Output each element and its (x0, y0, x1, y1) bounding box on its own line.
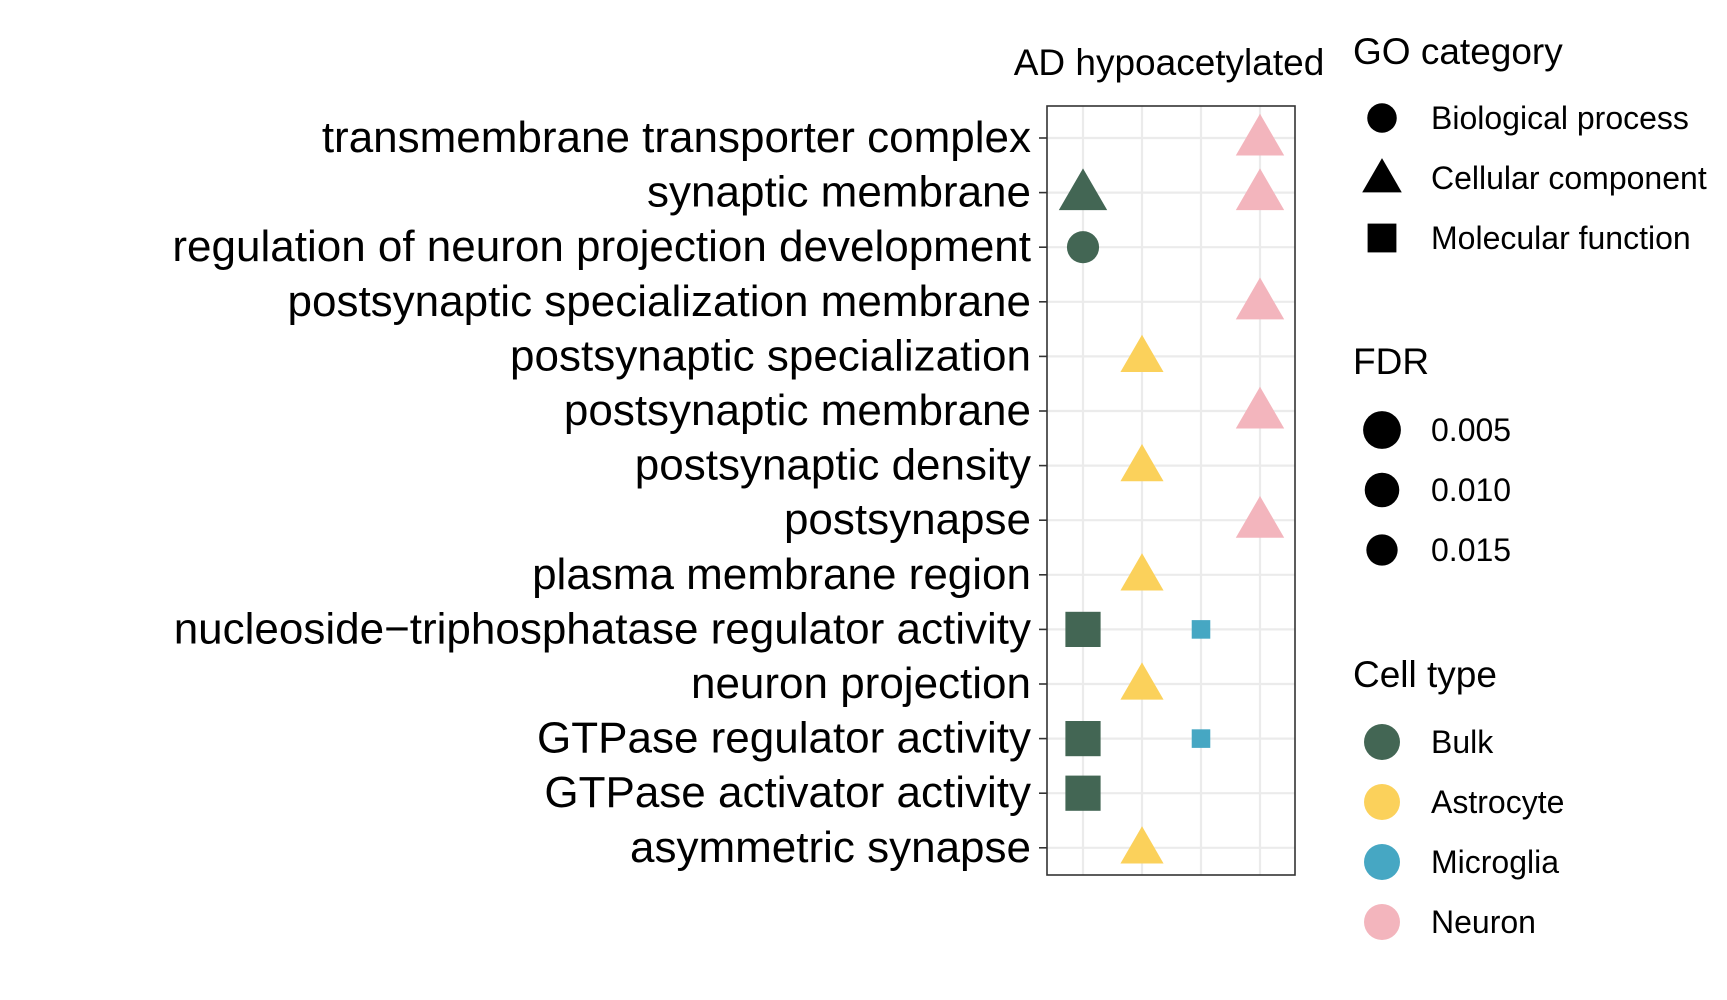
legend-label-cellular-component: Cellular component (1431, 160, 1707, 196)
legend-key-molecular-function (1367, 223, 1397, 253)
legend-key-fdr (1363, 411, 1401, 449)
point-neuron-triangle (1235, 277, 1285, 320)
legend-label-fdr: 0.005 (1431, 412, 1511, 448)
legend-label-fdr: 0.010 (1431, 472, 1511, 508)
point-bulk-square (1065, 611, 1101, 647)
y-tick-label: postsynaptic specialization (510, 331, 1031, 380)
legend-key-cellular-component (1362, 158, 1402, 193)
point-bulk-square (1065, 721, 1101, 757)
y-tick-label: GTPase regulator activity (537, 714, 1031, 763)
legend-key-fdr (1364, 472, 1400, 508)
legend-key-microglia (1364, 844, 1400, 880)
y-tick-label: postsynaptic density (635, 441, 1031, 490)
grid-layer (1047, 106, 1295, 875)
legend-key-bulk (1364, 724, 1400, 760)
point-astrocyte-triangle (1120, 826, 1164, 864)
y-tick-label: postsynaptic specialization membrane (288, 277, 1032, 326)
legend-label-neuron: Neuron (1431, 904, 1536, 940)
panel-border (1046, 105, 1296, 876)
point-astrocyte-triangle (1120, 444, 1164, 482)
point-astrocyte-triangle (1120, 662, 1164, 700)
legend-label-fdr: 0.015 (1431, 532, 1511, 568)
legend-title-go-category: GO category (1353, 31, 1563, 72)
y-tick-label: nucleoside−triphosphatase regulator acti… (174, 604, 1031, 653)
y-tick-label: GTPase activator activity (544, 768, 1031, 817)
y-tick-label: postsynapse (784, 495, 1031, 544)
y-tick-label: regulation of neuron projection developm… (172, 222, 1031, 271)
legend-label-bulk: Bulk (1431, 724, 1494, 760)
points-layer (1058, 113, 1285, 864)
point-microglia-square (1191, 729, 1211, 748)
legend-label-microglia: Microglia (1431, 844, 1559, 880)
y-tick-label: neuron projection (691, 659, 1031, 708)
chart-title: AD hypoacetylated (1014, 42, 1325, 83)
point-neuron-triangle (1235, 495, 1285, 538)
legend-label-biological-process: Biological process (1431, 100, 1689, 136)
y-tick-label: postsynaptic membrane (564, 386, 1031, 435)
point-astrocyte-triangle (1120, 334, 1164, 373)
y-tick-label: plasma membrane region (532, 550, 1031, 599)
point-bulk-circle (1066, 231, 1100, 264)
legend-label-astrocyte: Astrocyte (1431, 784, 1564, 820)
legend-key-astrocyte (1364, 784, 1400, 820)
point-microglia-square (1191, 620, 1211, 639)
legend-key-neuron (1364, 904, 1400, 940)
point-neuron-triangle (1235, 386, 1285, 429)
y-tick-label: synaptic membrane (647, 168, 1031, 217)
y-tick-label: asymmetric synapse (630, 823, 1031, 872)
legend-label-molecular-function: Molecular function (1431, 220, 1691, 256)
point-neuron-triangle (1235, 113, 1285, 156)
legend-key-biological-process (1367, 103, 1397, 133)
y-tick-label: transmembrane transporter complex (322, 113, 1031, 162)
legend-title-fdr: FDR (1353, 341, 1429, 382)
legend-key-fdr (1366, 534, 1398, 566)
point-astrocyte-triangle (1120, 553, 1164, 591)
y-axis: transmembrane transporter complex synapti… (172, 113, 1047, 872)
legend-title-cell-type: Cell type (1353, 654, 1497, 695)
point-bulk-triangle (1058, 168, 1108, 211)
point-neuron-triangle (1235, 168, 1285, 211)
point-bulk-square (1065, 775, 1101, 811)
